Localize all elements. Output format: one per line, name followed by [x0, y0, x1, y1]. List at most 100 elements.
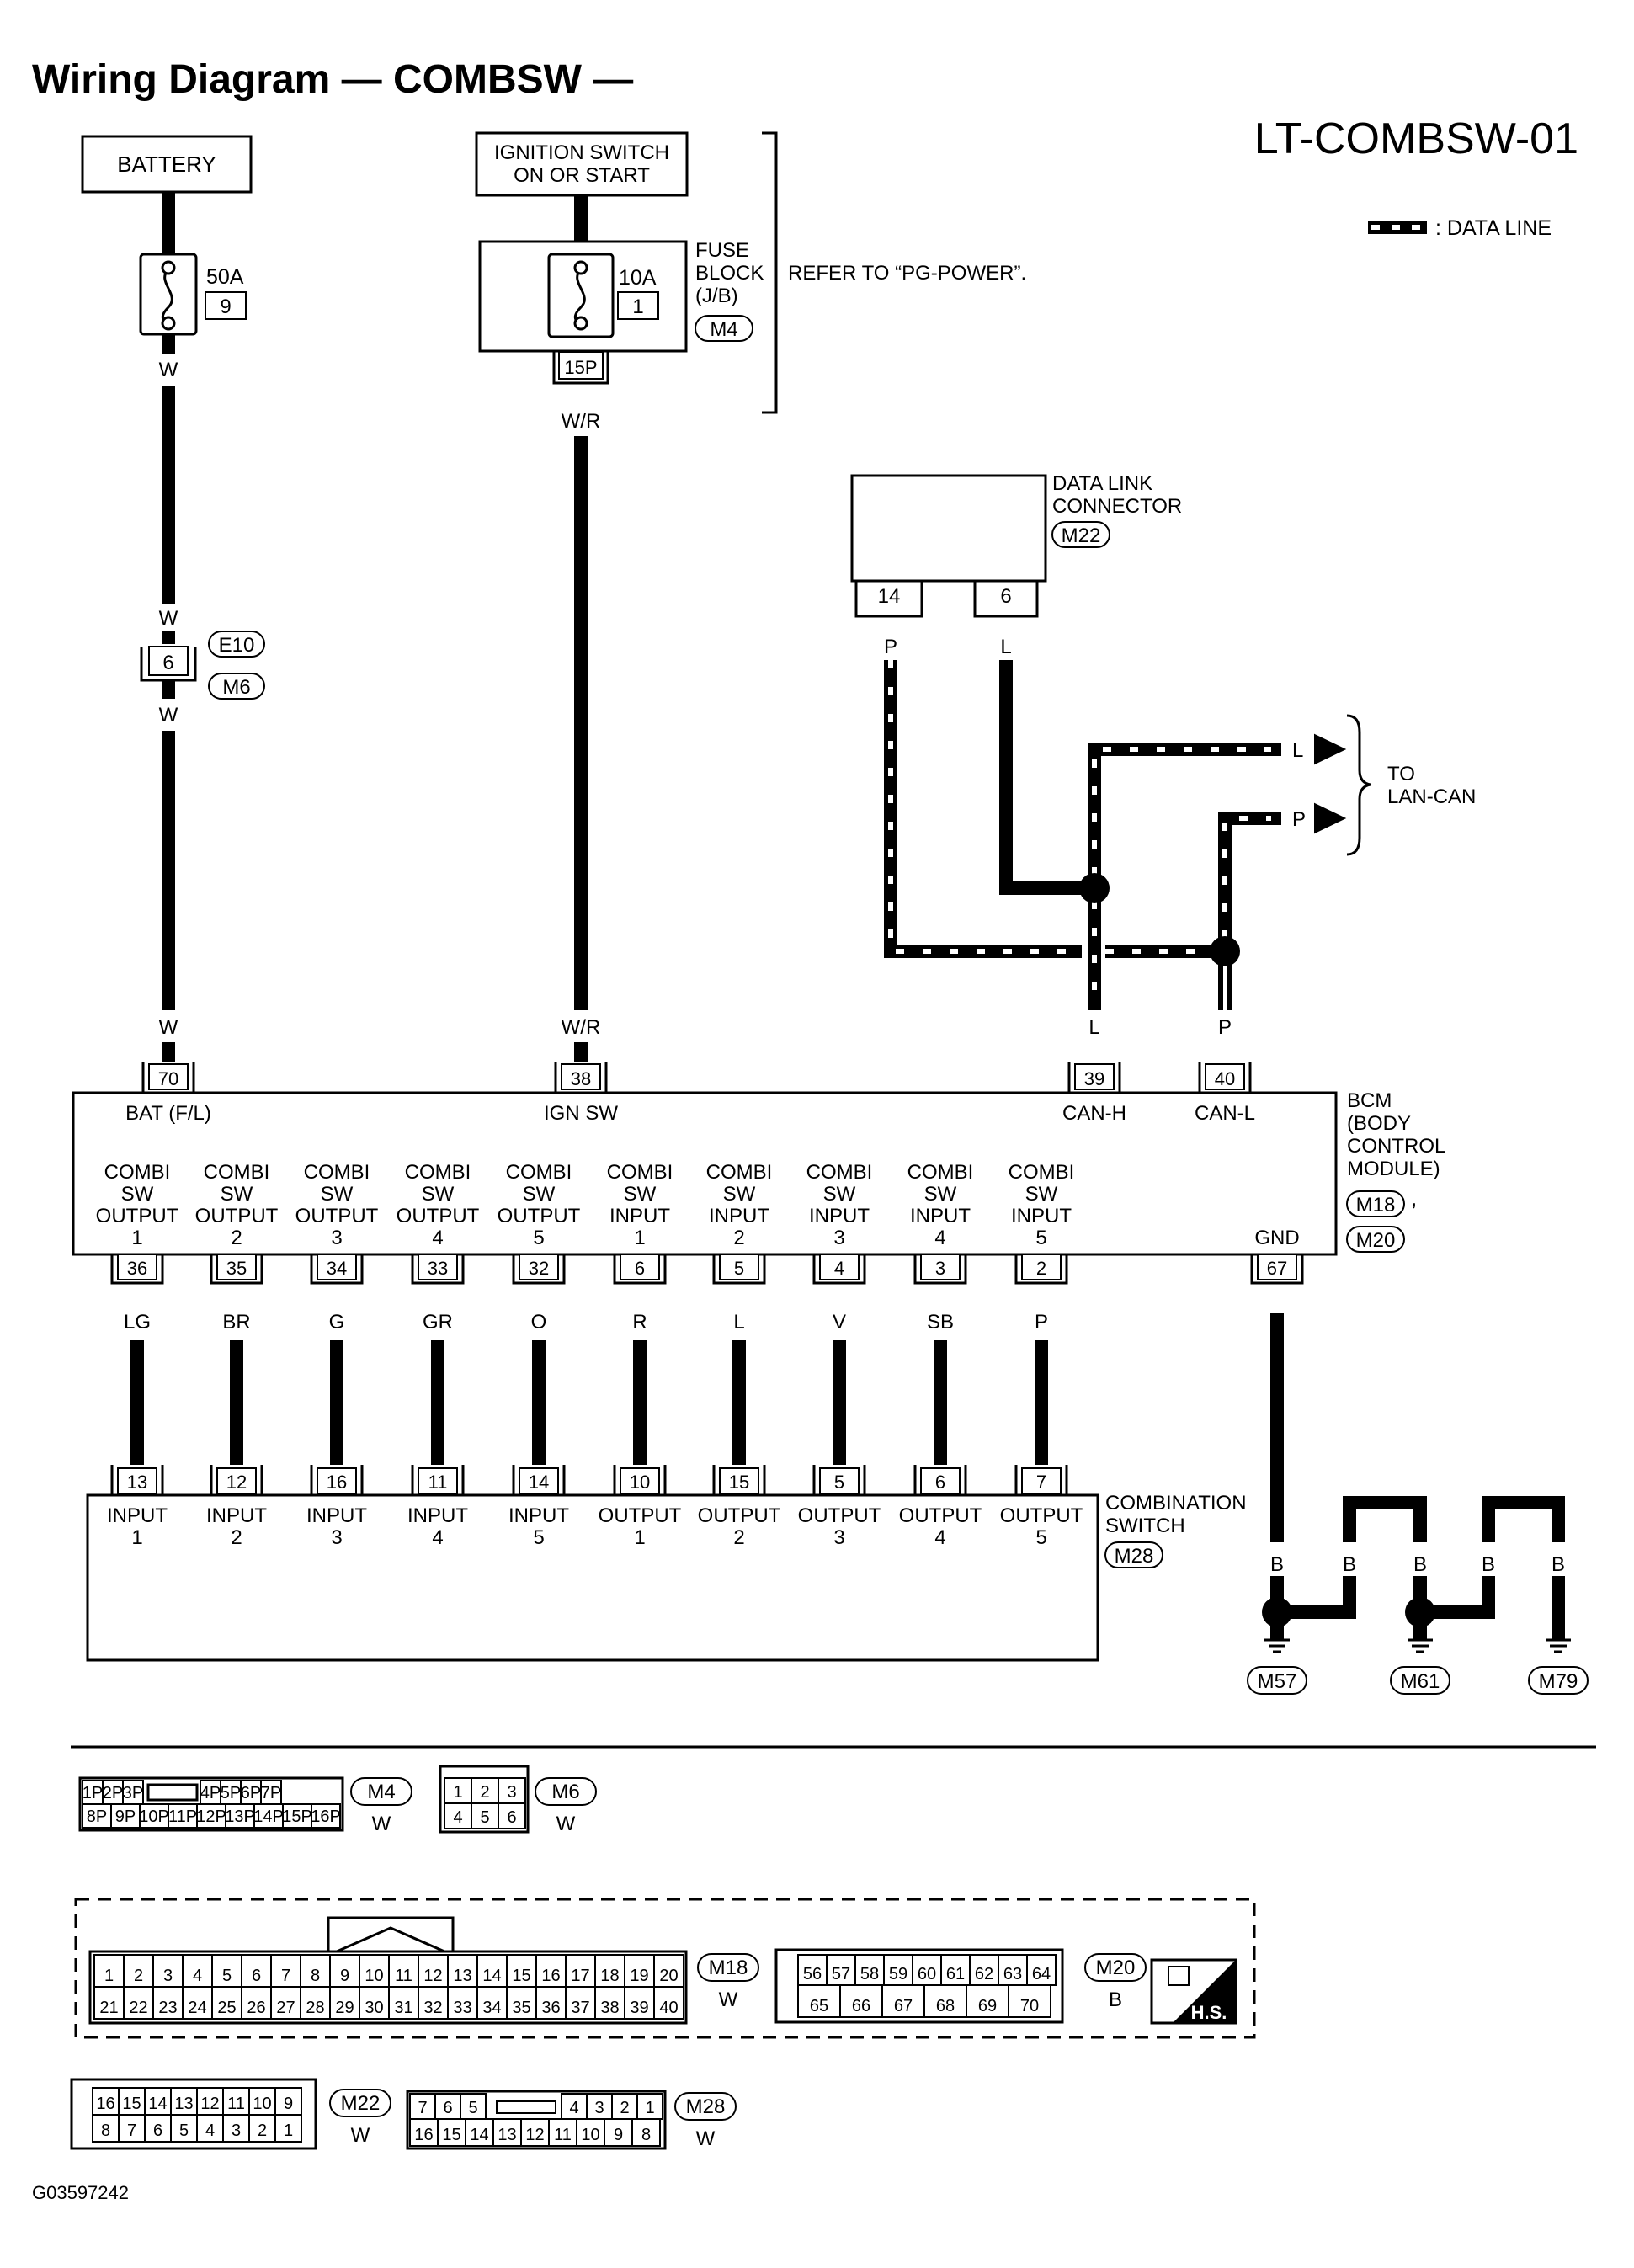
bcm-pin-3: 3 — [935, 1258, 945, 1279]
connector-m4-color: W — [372, 1813, 391, 1835]
cavity-m28-bottom-15: 15 — [442, 2126, 460, 2144]
bcm-terminal-label-34-line1: COMBI — [304, 1161, 370, 1184]
ground-wire-b-1: B — [1270, 1553, 1284, 1576]
connector-m28-color: W — [696, 2127, 716, 2150]
connector-icon — [1168, 1966, 1190, 1986]
bcm-terminal-label-5-line2: SW — [723, 1183, 756, 1206]
bcm-terminal-label-33-line1: COMBI — [405, 1161, 471, 1184]
refer-bracket — [762, 131, 778, 414]
cavity-m18-bottom-26: 26 — [247, 1999, 265, 2017]
fuse-10a-number: 1 — [632, 295, 643, 318]
cavity-m18-bottom-32: 32 — [423, 1999, 442, 2017]
joint-connector-e10: E10 — [219, 634, 255, 657]
bcm-pin-39-box — [1074, 1063, 1115, 1090]
switch-pin-12-box — [216, 1467, 257, 1494]
cavity-m20-top-60: 60 — [918, 1965, 936, 1983]
cavity-m6-top-3: 3 — [507, 1783, 516, 1802]
wire-color-p: P — [1035, 1311, 1048, 1334]
wire-color-lg: LG — [124, 1311, 151, 1334]
switch-pin-13: 13 — [127, 1472, 147, 1493]
bcm-terminal-0: BAT (F/L) — [125, 1102, 211, 1125]
bcm-terminal-label-3-line3: INPUT — [910, 1205, 971, 1227]
ground-wire-b-5: B — [1552, 1553, 1565, 1576]
can-data-lines — [884, 660, 1281, 1010]
cavity-m28-bottom-16: 16 — [414, 2126, 433, 2144]
battery-box — [81, 135, 253, 194]
cavity-m22-bottom-5: 5 — [179, 2122, 189, 2140]
fuse-10a-icon — [547, 253, 615, 338]
wire-color-l: L — [733, 1311, 744, 1334]
bcm-pin-35-box — [216, 1254, 257, 1280]
cavity-m4-bottom-15P: 15P — [282, 1807, 312, 1826]
switch-pin-15: 15 — [729, 1472, 749, 1493]
cavity-m22-top-16: 16 — [96, 2095, 114, 2113]
bcm-terminal-label-32-line3: OUTPUT — [498, 1205, 581, 1227]
bcm-pin-34-box — [317, 1254, 357, 1280]
bcm-label-line3: CONTROL — [1347, 1135, 1445, 1158]
bcm-label-line4: MODULE) — [1347, 1158, 1440, 1180]
cavity-m18-top-13: 13 — [453, 1967, 471, 1985]
fuse-block-line2: BLOCK — [695, 262, 764, 285]
bcm-terminal-label-3-line1: COMBI — [907, 1161, 974, 1184]
cavity-m28-top-6: 6 — [443, 2099, 452, 2117]
lan-label-line2: LAN-CAN — [1387, 785, 1476, 808]
combination-switch-box — [86, 1493, 1099, 1662]
bcm-pin-2: 2 — [1036, 1258, 1046, 1279]
bcm-pin-70-box — [148, 1063, 189, 1090]
bcm-pin-32: 32 — [529, 1258, 549, 1279]
wire-color-w-2: W — [159, 607, 178, 630]
switch-pin-10-box — [620, 1467, 660, 1494]
cavity-m18-top-4: 4 — [193, 1967, 202, 1985]
cavity-m18-top-5: 5 — [222, 1967, 232, 1985]
bcm-terminal-label-36-line4: 1 — [131, 1227, 142, 1249]
bcm-terminal-label-33-line3: OUTPUT — [397, 1205, 480, 1227]
cavity-m28-bottom-9: 9 — [614, 2126, 623, 2144]
bcm-pin-39: 39 — [1084, 1068, 1104, 1089]
bcm-terminal-label-2-line3: INPUT — [1011, 1205, 1072, 1227]
switch-pin-7-box — [1021, 1467, 1062, 1494]
cavity-m4-top-4P: 4P — [200, 1784, 221, 1802]
cavity-m6-bottom-4: 4 — [453, 1808, 462, 1827]
cavity-m20-top-59: 59 — [889, 1965, 907, 1983]
bcm-terminal-label-2-line4: 5 — [1035, 1227, 1046, 1249]
switch-terminal-13-line1: INPUT — [107, 1504, 168, 1527]
cavity-m4-top-1P: 1P — [82, 1784, 103, 1802]
bcm-pin-33: 33 — [428, 1258, 448, 1279]
combination-switch-pins: 13INPUT112INPUT216INPUT311INPUT414INPUT5… — [107, 1465, 1083, 1549]
cavity-m22-top-9: 9 — [284, 2095, 293, 2113]
cavity-m18-top-19: 19 — [630, 1967, 648, 1985]
ignition-label-line1: IGNITION SWITCH — [494, 141, 669, 164]
switch-pin-10: 10 — [630, 1472, 650, 1493]
wire-color-w-4: W — [159, 1016, 178, 1039]
bcm-connector-m20: M20 — [1356, 1229, 1396, 1252]
bcm-pin-36-box — [117, 1254, 157, 1280]
hs-label: H.S. — [1191, 2002, 1227, 2023]
arrow-right-icon — [1314, 733, 1347, 765]
switch-terminal-12-line1: INPUT — [206, 1504, 267, 1527]
cavity-m18-top-17: 17 — [571, 1967, 589, 1985]
arrow-right-icon — [1314, 802, 1347, 834]
ground-wire-b-4: B — [1482, 1553, 1495, 1576]
page-title: Wiring Diagram — COMBSW — — [32, 57, 633, 102]
bcm-connector-separator: , — [1411, 1185, 1417, 1211]
cavity-m6-top-1: 1 — [453, 1783, 462, 1802]
bcm-connector-m18: M18 — [1356, 1194, 1396, 1217]
cavity-m6-top-2: 2 — [480, 1783, 489, 1802]
switch-terminal-11-line2: 4 — [432, 1526, 443, 1549]
cavity-m22-top-14: 14 — [148, 2095, 167, 2113]
bcm-can-l-wire: P — [1218, 1016, 1232, 1039]
diagram-id: LT-COMBSW-01 — [1254, 114, 1578, 163]
cavity-m18-bottom-24: 24 — [188, 1999, 206, 2017]
cavity-m4-top-3P: 3P — [123, 1784, 143, 1802]
switch-terminal-13-line2: 1 — [131, 1526, 142, 1549]
cavity-m22-top-10: 10 — [253, 2095, 271, 2113]
switch-terminal-12-line2: 2 — [231, 1526, 242, 1549]
bcm-terminal-label-3-line4: 4 — [934, 1227, 945, 1249]
cavity-m28-bottom-8: 8 — [641, 2126, 651, 2144]
bcm-terminal-label-34-line2: SW — [321, 1183, 354, 1206]
ground-symbol-icon — [1264, 1638, 1290, 1653]
cavity-m18-bottom-37: 37 — [571, 1999, 589, 2017]
bcm-pin-3-box — [920, 1254, 961, 1280]
cavity-m18-bottom-27: 27 — [276, 1999, 295, 2017]
